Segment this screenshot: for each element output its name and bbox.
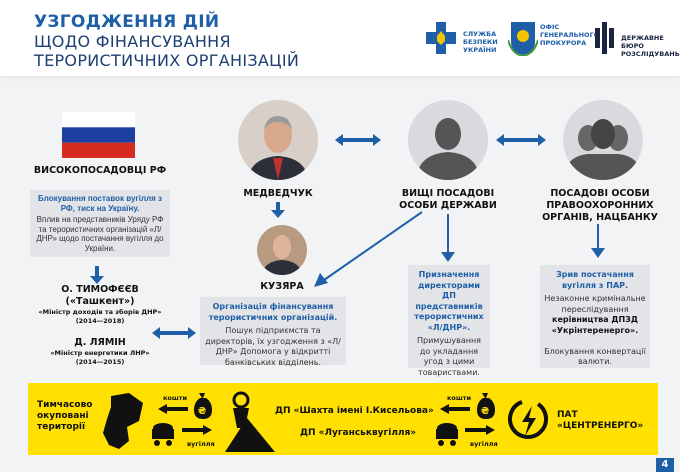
arrow-right-icon [182, 425, 212, 435]
dbr-logo [595, 22, 614, 54]
mine-icon [225, 391, 275, 452]
kuzyara-box: Організація фінансування терористичних о… [200, 297, 346, 367]
arrow-left-icon [440, 404, 470, 414]
centrenergo-label: ПАТ «ЦЕНТРЕНЕРГО» [557, 410, 644, 431]
svg-text:₴: ₴ [198, 406, 207, 417]
svg-text:₴: ₴ [481, 406, 490, 417]
page-number: 4 [656, 458, 674, 472]
mine-1-label: ДП «Шахта імені І.Кисельова» [275, 406, 434, 416]
coal-cart-icon [152, 423, 174, 446]
arrow-right-icon [465, 425, 495, 435]
arrow-down-icon [90, 266, 104, 284]
medvedchuk-label: МЕДВЕДЧУК [243, 188, 313, 199]
map-icon [103, 393, 143, 449]
header [0, 0, 680, 76]
officials-silhouette [408, 100, 488, 180]
money-label: кошти [447, 394, 472, 402]
coal-label: вугілля [187, 440, 215, 448]
page-subtitle-1: ЩОДО ФІНАНСУВАННЯ [34, 32, 231, 51]
arrow-left-icon [158, 404, 188, 414]
ogp-logo [508, 22, 538, 56]
russia-box: Блокування поставок вугілля з РФ, тиск н… [30, 190, 170, 257]
mine-2-label: ДП «Луганськвугілля» [300, 428, 417, 438]
double-arrow-icon [335, 134, 381, 146]
kuzyara-photo [257, 225, 307, 275]
sbu-logo [426, 22, 456, 54]
money-bag-icon: ₴ [194, 393, 212, 419]
russia-flag-icon [62, 112, 135, 158]
energy-bolt-icon [508, 400, 548, 439]
territories-label: Тимчасово окуповані території [37, 400, 93, 432]
coal-label: вугілля [470, 440, 498, 448]
coal-cart-icon [436, 423, 458, 446]
officials-label: ВИЩІ ПОСАДОВІ ОСОБИ ДЕРЖАВИ [399, 188, 497, 211]
russia-label: ВИСОКОПОСАДОВЦІ РФ [33, 165, 167, 176]
page-title: УЗГОДЖЕННЯ ДІЙ [34, 12, 220, 32]
double-arrow-icon [496, 134, 546, 146]
page-subtitle-2: ТЕРОРИСТИЧНИХ ОРГАНІЗАЦІЙ [34, 51, 300, 70]
kuzyara-label: КУЗЯРА [260, 281, 304, 292]
money-bag-icon: ₴ [477, 393, 495, 419]
double-arrow-icon [152, 327, 196, 339]
law-box: Зрив постачання вугілля з ПАР.Незаконне … [540, 265, 650, 368]
arrow-down-icon [441, 214, 455, 262]
officials-box: Призначення директорами ДП представників… [408, 265, 490, 377]
law-silhouette [563, 100, 643, 180]
lyamin: Д. ЛЯМІН«Міністр енергетики ЛНР»(2014—20… [50, 337, 150, 366]
money-label: кошти [163, 394, 188, 402]
diagonal-arrow-icon [314, 211, 423, 287]
medvedchuk-photo [238, 100, 318, 180]
timofeev: О. ТИМОФЄЄВ(«Ташкент») «Міністр доходів … [38, 284, 162, 325]
arrow-down-icon [591, 224, 605, 258]
law-label: ПОСАДОВІ ОСОБИ ПРАВООХОРОННИХ ОРГАНІВ, Н… [542, 188, 658, 223]
arrow-down-icon [271, 202, 285, 218]
